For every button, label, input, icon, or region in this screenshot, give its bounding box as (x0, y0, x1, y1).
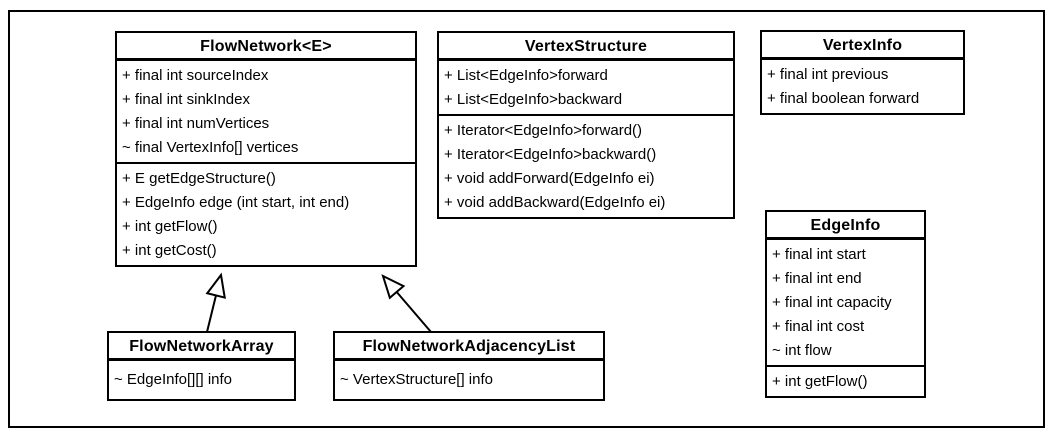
class-title-flownetworkarray: FlowNetworkArray (109, 333, 294, 361)
class-title-edgeinfo: EdgeInfo (767, 212, 924, 240)
attribute: + final int start (772, 246, 866, 263)
method: + int getCost() (122, 242, 217, 259)
attribute: + final int capacity (772, 294, 892, 311)
class-title-vertexinfo: VertexInfo (762, 32, 963, 60)
attribute: + final int cost (772, 318, 865, 335)
method: + void addForward(EdgeInfo ei) (444, 170, 655, 187)
attribute: + final int numVertices (122, 115, 270, 132)
class-box-edgeinfo: EdgeInfo + final int start + final int e… (765, 210, 926, 398)
attribute: ~ VertexStructure[] info (340, 371, 493, 388)
attribute: + final int previous (767, 66, 889, 83)
attributes-section: + final int previous + final boolean for… (762, 60, 963, 113)
attribute: + final boolean forward (767, 90, 920, 107)
diagram-frame (8, 10, 1045, 428)
method: + Iterator<EdgeInfo>forward() (444, 122, 643, 139)
attribute: ~ final VertexInfo[] vertices (122, 139, 299, 156)
method: + int getFlow() (122, 218, 218, 235)
attributes-section: ~ VertexStructure[] info (335, 361, 603, 399)
attributes-section: ~ EdgeInfo[][] info (109, 361, 294, 399)
class-box-vertexstructure: VertexStructure + List<EdgeInfo>forward … (437, 31, 735, 219)
attribute: ~ int flow (772, 342, 832, 359)
attributes-section: + final int start + final int end + fina… (767, 240, 924, 365)
class-box-flownetworkadjacencylist: FlowNetworkAdjacencyList ~ VertexStructu… (333, 331, 605, 401)
attribute: + List<EdgeInfo>backward (444, 91, 623, 108)
attribute: + final int sinkIndex (122, 91, 250, 108)
method: + Iterator<EdgeInfo>backward() (444, 146, 657, 163)
class-title-flownetwork: FlowNetwork<E> (117, 33, 415, 61)
class-title-vertexstructure: VertexStructure (439, 33, 733, 61)
attributes-section: + final int sourceIndex + final int sink… (117, 61, 415, 162)
class-box-flownetworkarray: FlowNetworkArray ~ EdgeInfo[][] info (107, 331, 296, 401)
method: + int getFlow() (772, 373, 868, 390)
class-title-flownetworkadjacencylist: FlowNetworkAdjacencyList (335, 333, 603, 361)
attribute: + final int sourceIndex (122, 67, 269, 84)
attribute: + List<EdgeInfo>forward (444, 67, 608, 84)
attributes-section: + List<EdgeInfo>forward + List<EdgeInfo>… (439, 61, 733, 114)
attribute: ~ EdgeInfo[][] info (114, 371, 233, 388)
class-box-flownetwork: FlowNetwork<E> + final int sourceIndex +… (115, 31, 417, 267)
method: + EdgeInfo edge (int start, int end) (122, 194, 350, 211)
methods-section: + Iterator<EdgeInfo>forward() + Iterator… (439, 114, 733, 217)
class-box-vertexinfo: VertexInfo + final int previous + final … (760, 30, 965, 115)
attribute: + final int end (772, 270, 862, 287)
method: + void addBackward(EdgeInfo ei) (444, 194, 666, 211)
methods-section: + int getFlow() (767, 365, 924, 396)
method: + E getEdgeStructure() (122, 170, 276, 187)
methods-section: + E getEdgeStructure() + EdgeInfo edge (… (117, 162, 415, 265)
